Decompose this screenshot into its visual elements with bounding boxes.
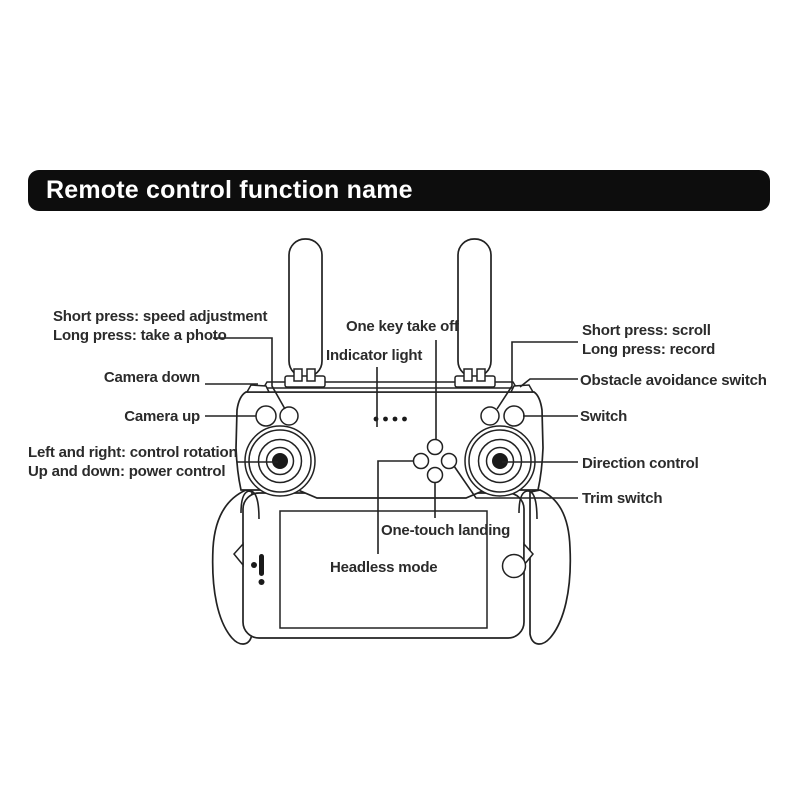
left-mount-detail-1 bbox=[293, 368, 303, 382]
left-antenna bbox=[288, 238, 323, 378]
label-switch: Switch bbox=[580, 408, 628, 425]
phone-screen bbox=[279, 510, 488, 629]
obstacle-shoulder-button bbox=[509, 384, 535, 393]
leader-left-shoulder bbox=[213, 337, 286, 410]
label-camera-up: Camera up bbox=[124, 408, 200, 425]
trim-button-right bbox=[440, 452, 458, 470]
leader-headless-mode bbox=[377, 460, 414, 554]
label-camera-down: Camera down bbox=[103, 369, 200, 386]
label-left-shoulder: Short press: speed adjustment Long press… bbox=[53, 307, 267, 345]
label-one-key-take-off: One key take off bbox=[346, 318, 459, 335]
label-headless-mode: Headless mode bbox=[330, 559, 438, 576]
right-antenna-mount bbox=[454, 375, 496, 388]
label-left-shoulder-line1: Short press: speed adjustment bbox=[53, 308, 268, 325]
phone-home-button bbox=[501, 553, 527, 579]
leader-right-shoulder bbox=[496, 341, 578, 410]
switch-button bbox=[503, 405, 525, 427]
left-mount-detail-2 bbox=[306, 368, 316, 382]
label-indicator-light: Indicator light bbox=[326, 347, 423, 364]
label-left-stick: Left and right: control rotation Up and … bbox=[28, 443, 238, 481]
camera-shoulder-button bbox=[245, 384, 271, 393]
left-joystick bbox=[244, 425, 316, 497]
label-obstacle-avoidance: Obstacle avoidance switch bbox=[580, 372, 767, 389]
left-clamp-tip bbox=[233, 542, 244, 568]
camera-up-button bbox=[255, 405, 277, 427]
trim-button-left bbox=[412, 452, 430, 470]
right-clamp-tip bbox=[523, 542, 534, 568]
section-title-banner: Remote control function name bbox=[28, 170, 770, 211]
leader-trim-switch bbox=[453, 465, 578, 499]
right-grip-arm bbox=[529, 489, 572, 645]
trim-button-up bbox=[426, 438, 444, 456]
trim-button-down bbox=[426, 466, 444, 484]
phone-speaker-bar bbox=[259, 554, 264, 576]
indicator-dot-4 bbox=[402, 416, 407, 422]
speed-photo-button bbox=[279, 406, 299, 426]
leader-obstacle-avoidance bbox=[519, 378, 578, 388]
right-arm-hook bbox=[518, 490, 538, 520]
indicator-dot-2 bbox=[383, 416, 388, 422]
indicator-dot-3 bbox=[392, 416, 398, 422]
phone-sensor-dot bbox=[258, 579, 265, 585]
label-trim-switch: Trim switch bbox=[582, 490, 663, 507]
section-title: Remote control function name bbox=[46, 176, 413, 204]
label-right-shoulder-line2: Long press: record bbox=[582, 341, 716, 358]
right-joystick bbox=[464, 425, 536, 497]
right-mount-detail-2 bbox=[476, 368, 486, 382]
phone-camera-dot bbox=[251, 562, 257, 568]
left-arm-hook bbox=[240, 490, 260, 520]
label-one-touch-landing: One-touch landing bbox=[381, 522, 511, 539]
label-right-shoulder-line1: Short press: scroll bbox=[582, 322, 711, 339]
label-right-shoulder: Short press: scroll Long press: record bbox=[582, 321, 715, 359]
left-antenna-mount bbox=[284, 375, 326, 388]
right-mount-detail-1 bbox=[463, 368, 473, 382]
scroll-record-button bbox=[480, 406, 500, 426]
label-left-stick-line1: Left and right: control rotation bbox=[28, 444, 238, 461]
label-left-shoulder-line2: Long press: take a photo bbox=[53, 327, 227, 344]
label-direction-control: Direction control bbox=[582, 455, 699, 472]
label-left-stick-line2: Up and down: power control bbox=[28, 463, 226, 480]
right-antenna bbox=[457, 238, 492, 378]
